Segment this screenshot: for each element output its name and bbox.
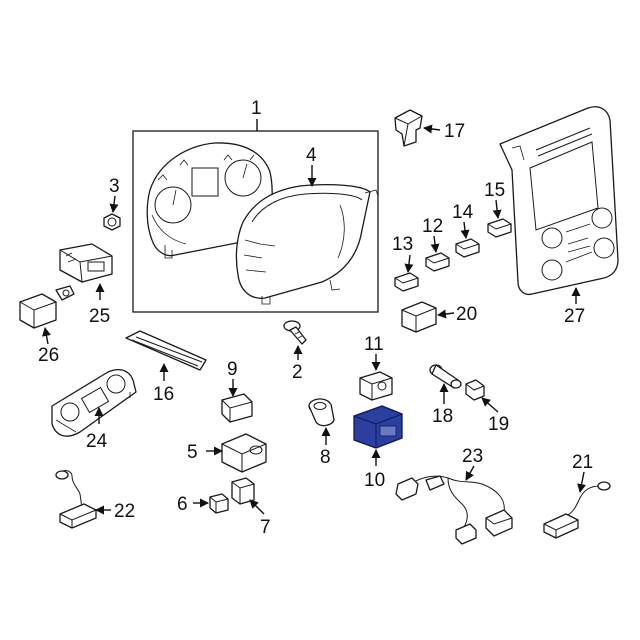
part-27-center-bezel[interactable] — [499, 106, 619, 296]
callout-9: 9 — [227, 359, 238, 380]
part-10-module-highlighted[interactable] — [353, 405, 403, 449]
part-23-harness[interactable] — [395, 475, 513, 545]
part-26-connector[interactable] — [19, 285, 75, 329]
callout-16: 16 — [153, 384, 174, 405]
callout-17: 17 — [444, 121, 465, 142]
callout-8: 8 — [320, 447, 331, 468]
part-15-button[interactable] — [487, 218, 512, 238]
callout-labels: 1 4 3 25 26 2 16 9 24 5 6 7 22 8 11 10 1… — [38, 98, 593, 538]
part-24-climate-panel[interactable] — [51, 369, 137, 437]
part-2-screw[interactable] — [283, 320, 307, 345]
callout-12: 12 — [422, 216, 443, 237]
callout-14: 14 — [452, 202, 474, 223]
callout-1: 1 — [251, 98, 262, 119]
part-13-button[interactable] — [394, 272, 419, 292]
callout-13: 13 — [392, 234, 413, 255]
callout-26: 26 — [38, 345, 59, 366]
callout-24: 24 — [86, 431, 108, 452]
part-6-clip[interactable] — [209, 493, 229, 514]
part-21-harness[interactable] — [543, 481, 611, 539]
part-3-nut[interactable] — [103, 213, 121, 231]
callout-10: 10 — [364, 470, 385, 491]
callout-21: 21 — [572, 452, 593, 473]
callout-15: 15 — [484, 180, 505, 201]
callout-18: 18 — [432, 406, 453, 427]
callout-11: 11 — [364, 334, 384, 355]
part-9-switch[interactable] — [221, 393, 253, 423]
part-12-button[interactable] — [425, 252, 450, 272]
part-22-harness[interactable] — [55, 470, 97, 529]
callout-20: 20 — [456, 304, 477, 325]
callout-27: 27 — [564, 306, 585, 327]
part-4-cluster-housing[interactable] — [235, 184, 379, 305]
part-8-socket[interactable] — [308, 398, 335, 427]
cluster-group-frame — [132, 130, 379, 313]
callout-23: 23 — [462, 446, 483, 467]
part-11-switch[interactable] — [359, 371, 393, 401]
part-19-clip[interactable] — [465, 379, 485, 401]
part-5-knob-switch[interactable] — [221, 433, 267, 473]
callout-19: 19 — [488, 414, 509, 435]
callout-3: 3 — [109, 176, 120, 197]
part-20-switch[interactable] — [401, 301, 437, 333]
callout-7: 7 — [260, 517, 271, 538]
leader-lines — [42, 119, 586, 515]
callout-4: 4 — [306, 145, 317, 166]
callout-25: 25 — [89, 306, 110, 327]
part-18-pin[interactable] — [429, 364, 462, 389]
callout-5: 5 — [187, 442, 198, 463]
callout-22: 22 — [114, 501, 135, 522]
part-14-button[interactable] — [455, 238, 480, 258]
part-25-switch[interactable] — [59, 243, 113, 283]
callout-6: 6 — [177, 494, 188, 515]
callout-2: 2 — [292, 362, 303, 383]
part-16-trim-strip[interactable] — [125, 330, 207, 371]
part-17-switch[interactable] — [394, 109, 423, 147]
